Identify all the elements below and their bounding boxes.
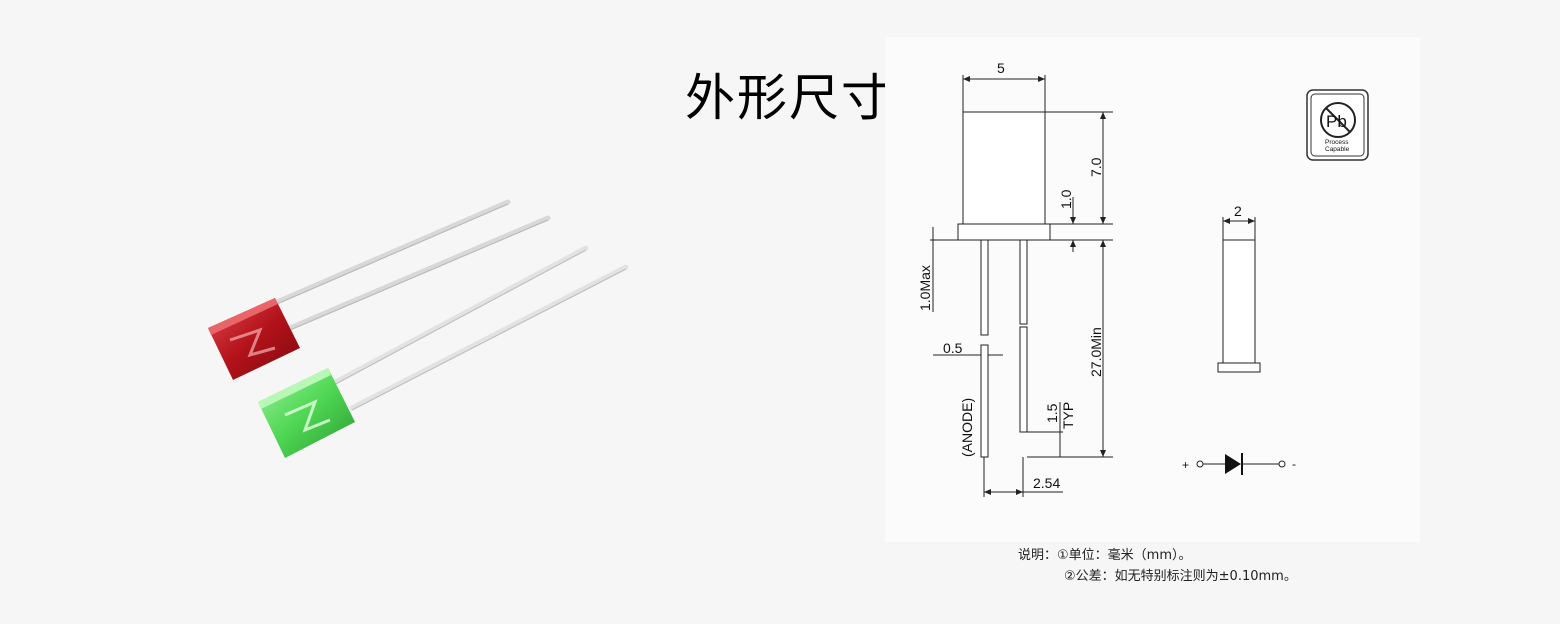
dim-width-top: 5 <box>997 60 1005 76</box>
led-body-outline <box>962 111 1046 225</box>
led-flange-outline <box>957 223 1051 241</box>
anode-label: (ANODE) <box>959 398 975 457</box>
side-view-base <box>1217 362 1261 373</box>
dim-typ-value: 1.5 <box>1044 403 1060 423</box>
red-led-body <box>208 298 300 380</box>
dim-body-height: 7.0 <box>1088 157 1104 177</box>
side-view-body <box>1222 239 1256 364</box>
note-line-1: 说明：①单位：毫米（mm）。 <box>1018 548 1192 563</box>
dim-typ-label: TYP <box>1060 402 1076 429</box>
diode-minus: - <box>1292 457 1296 471</box>
dim-flange: 1.0 <box>1058 189 1074 209</box>
page-title: 外形尺寸 <box>685 69 893 127</box>
diode-plus: + <box>1182 458 1189 472</box>
red-led-leads <box>267 199 551 331</box>
dim-lead-width: 0.5 <box>943 340 963 356</box>
pb-line1: Process <box>1325 139 1349 146</box>
dim-side-width: 2 <box>1234 203 1242 219</box>
dim-pitch: 2.54 <box>1033 475 1060 491</box>
pb-line2: Capable <box>1325 146 1350 153</box>
dim-lead-length: 27.0Min <box>1088 327 1104 377</box>
lead-cathode <box>1019 239 1028 325</box>
dim-flange-max: 1.0Max <box>917 265 933 311</box>
pb-free-badge: Pb Process Capable <box>1306 89 1369 161</box>
lead-anode <box>980 239 989 336</box>
dimension-drawing: 5 7.0 1.0 1.0Max 27.0Min 0.5 (ANODE) 1.5… <box>917 60 1369 497</box>
note-line-2: ②公差：如无特别标注则为±0.10mm。 <box>1064 569 1297 584</box>
diode-symbol: + - <box>1182 453 1296 475</box>
pb-symbol: Pb <box>1326 112 1347 131</box>
led-product-photo <box>208 199 629 458</box>
green-led-body <box>258 368 355 458</box>
lead-anode-lower <box>980 344 989 458</box>
green-led-leads <box>327 245 629 411</box>
lead-cathode-lower <box>1019 326 1028 433</box>
